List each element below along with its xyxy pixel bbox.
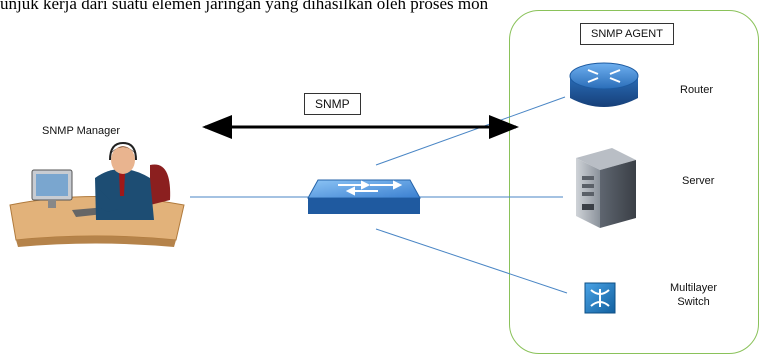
router-icon [569,62,639,107]
server-label: Server [682,175,715,187]
snmp-agent-panel [509,10,759,354]
snmp-agent-title: SNMP AGENT [580,23,674,45]
multilayer-label-line1: Multilayer [670,282,718,294]
snmp-protocol-label: SNMP [304,93,361,115]
snmp-manager-label: SNMP Manager [42,125,121,137]
router-label: Router [680,84,714,96]
multilayer-switch-label: Multilayer Switch [670,281,717,309]
snmp-manager-person-icon [9,141,185,247]
server-icon [576,148,636,228]
central-switch-icon [307,179,421,214]
multilayer-switch-icon [584,282,616,314]
link-switch-multilayer [375,228,568,294]
multilayer-label-line2: Switch [677,296,710,308]
link-switch-router [375,96,566,166]
header-text: unjuk kerja dari suatu elemen jaringan y… [0,0,489,13]
